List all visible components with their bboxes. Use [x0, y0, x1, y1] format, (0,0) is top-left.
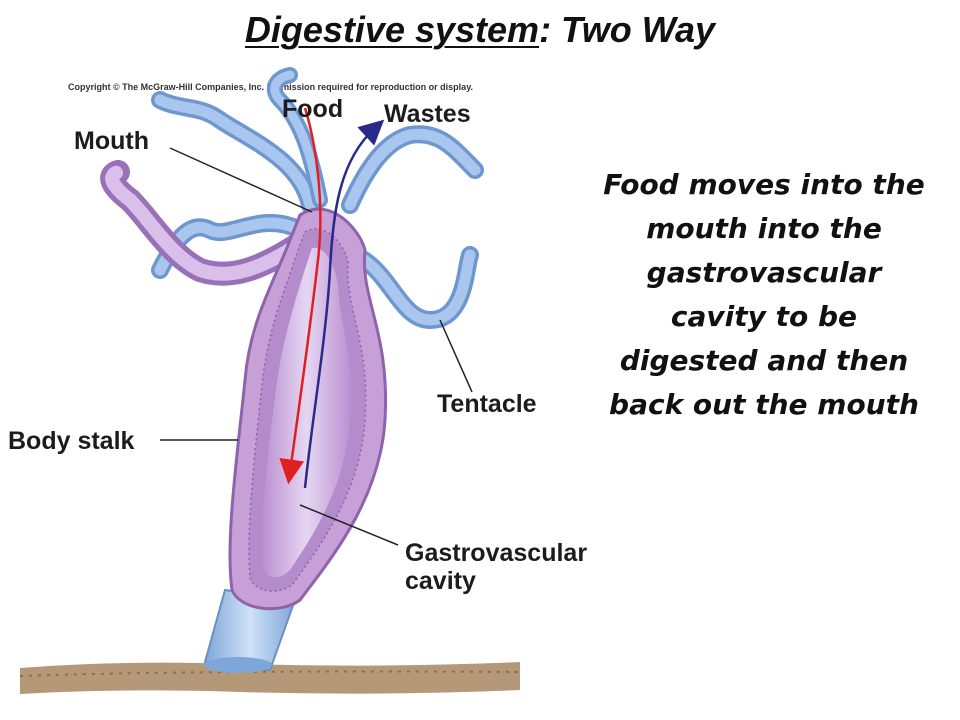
food-arrow [279, 107, 322, 485]
title-suffix: : Two Way [539, 9, 716, 50]
ground-substrate [19, 662, 521, 694]
title-main: Digestive system [244, 9, 540, 50]
label-mouth: Mouth [74, 127, 149, 155]
description-text: Food moves into the mouth into the gastr… [603, 168, 925, 421]
label-food: Food [282, 95, 344, 123]
leader-lines [160, 147, 473, 546]
tentacle-leader [439, 319, 473, 393]
label-gastro-line1: Gastrovascular [405, 539, 588, 567]
label-body-stalk: Body stalk [8, 427, 135, 455]
mouth-leader [169, 147, 313, 213]
label-tentacle: Tentacle [437, 390, 537, 418]
slide-title: Digestive system: Two Way [0, 8, 960, 52]
gastrovascular-cavity-region [261, 247, 352, 578]
label-wastes: Wastes [384, 100, 471, 128]
gastro-leader [299, 504, 399, 546]
label-gastro-line2: cavity [405, 567, 476, 595]
tentacles [151, 67, 484, 330]
waste-arrow [303, 119, 385, 489]
